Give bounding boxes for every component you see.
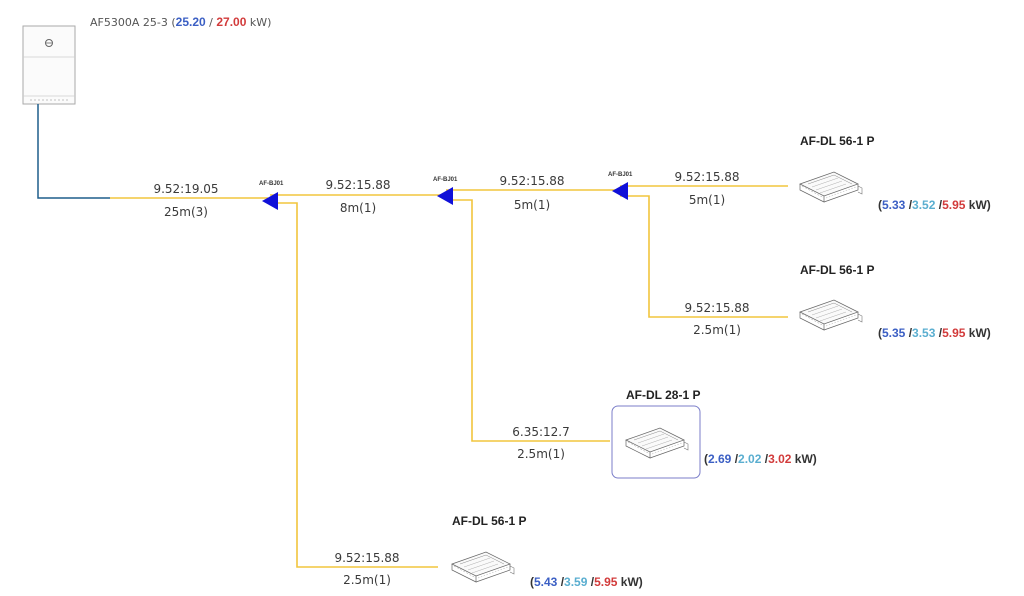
indoor-unit-b[interactable]: AF-DL 56-1 P (5.35 /3.53 /5.95 kW): [799, 263, 991, 340]
pipe-bj1-unit-d[interactable]: [270, 202, 438, 568]
pipe-bj2-unit-c[interactable]: [446, 199, 610, 442]
branch-joint-3[interactable]: AF-BJ01: [608, 172, 633, 200]
pipe-size: 9.52:15.88: [674, 170, 739, 184]
pipe-size: 6.35:12.7: [512, 425, 569, 439]
branch-joint-1[interactable]: AF-BJ01: [259, 181, 284, 210]
pipe-size: 9.52:15.88: [325, 178, 390, 192]
branch-joint-2[interactable]: AF-BJ01: [433, 177, 458, 205]
duct-unit-icon: [451, 551, 515, 583]
pipe-size: 9.52:19.05: [153, 182, 218, 196]
outdoor-model: AF5300A 25-3: [90, 16, 168, 29]
indoor-unit-name: AF-DL 56-1 P: [800, 134, 874, 148]
outdoor-connection-line[interactable]: [37, 104, 110, 199]
outdoor-unit-label: kW: [250, 16, 267, 29]
pipe-length: 2.5m(1): [343, 573, 391, 587]
outdoor-heating-kw: 27.00: [216, 15, 246, 29]
pipe-size: 9.52:15.88: [499, 174, 564, 188]
outdoor-unit-title: AF5300A 25-3 (25.20 / 27.00 kW): [90, 15, 271, 29]
indoor-unit-d[interactable]: AF-DL 56-1 P (5.43 /3.59 /5.95 kW): [451, 514, 643, 589]
indoor-unit-name: AF-DL 56-1 P: [452, 514, 526, 528]
pipe-bj3-unit-b[interactable]: [620, 195, 788, 318]
pipe-length: 5m(1): [689, 193, 725, 207]
outdoor-cooling-kw: 25.20: [176, 15, 206, 29]
indoor-unit-capacity: (2.69 /2.02 /3.02 kW): [704, 452, 817, 466]
branch-joint-label: AF-BJ01: [608, 172, 633, 178]
indoor-unit-c[interactable]: AF-DL 28-1 P (2.69 /2.02 /3.02 kW): [611, 388, 817, 479]
duct-unit-icon: [625, 427, 689, 459]
outdoor-unit[interactable]: [22, 25, 76, 105]
indoor-unit-name: AF-DL 28-1 P: [626, 388, 700, 402]
branch-joint-label: AF-BJ01: [433, 177, 458, 183]
pipe-size: 9.52:15.88: [684, 301, 749, 315]
duct-unit-icon: [799, 171, 863, 203]
indoor-unit-a[interactable]: AF-DL 56-1 P (5.33 /3.52 /5.95 kW): [799, 134, 991, 212]
branch-joint-label: AF-BJ01: [259, 181, 284, 187]
indoor-unit-capacity: (5.35 /3.53 /5.95 kW): [878, 326, 991, 340]
indoor-unit-capacity: (5.43 /3.59 /5.95 kW): [530, 575, 643, 589]
pipe-length: 8m(1): [340, 201, 376, 215]
pipe-length: 2.5m(1): [693, 323, 741, 337]
duct-unit-icon: [799, 299, 863, 331]
pipe-length: 2.5m(1): [517, 447, 565, 461]
pipe-length: 5m(1): [514, 198, 550, 212]
selection-frame: [611, 405, 701, 479]
pipe-length: 25m(3): [164, 205, 208, 219]
indoor-unit-name: AF-DL 56-1 P: [800, 263, 874, 277]
pipe-size: 9.52:15.88: [334, 551, 399, 565]
indoor-unit-capacity: (5.33 /3.52 /5.95 kW): [878, 198, 991, 212]
